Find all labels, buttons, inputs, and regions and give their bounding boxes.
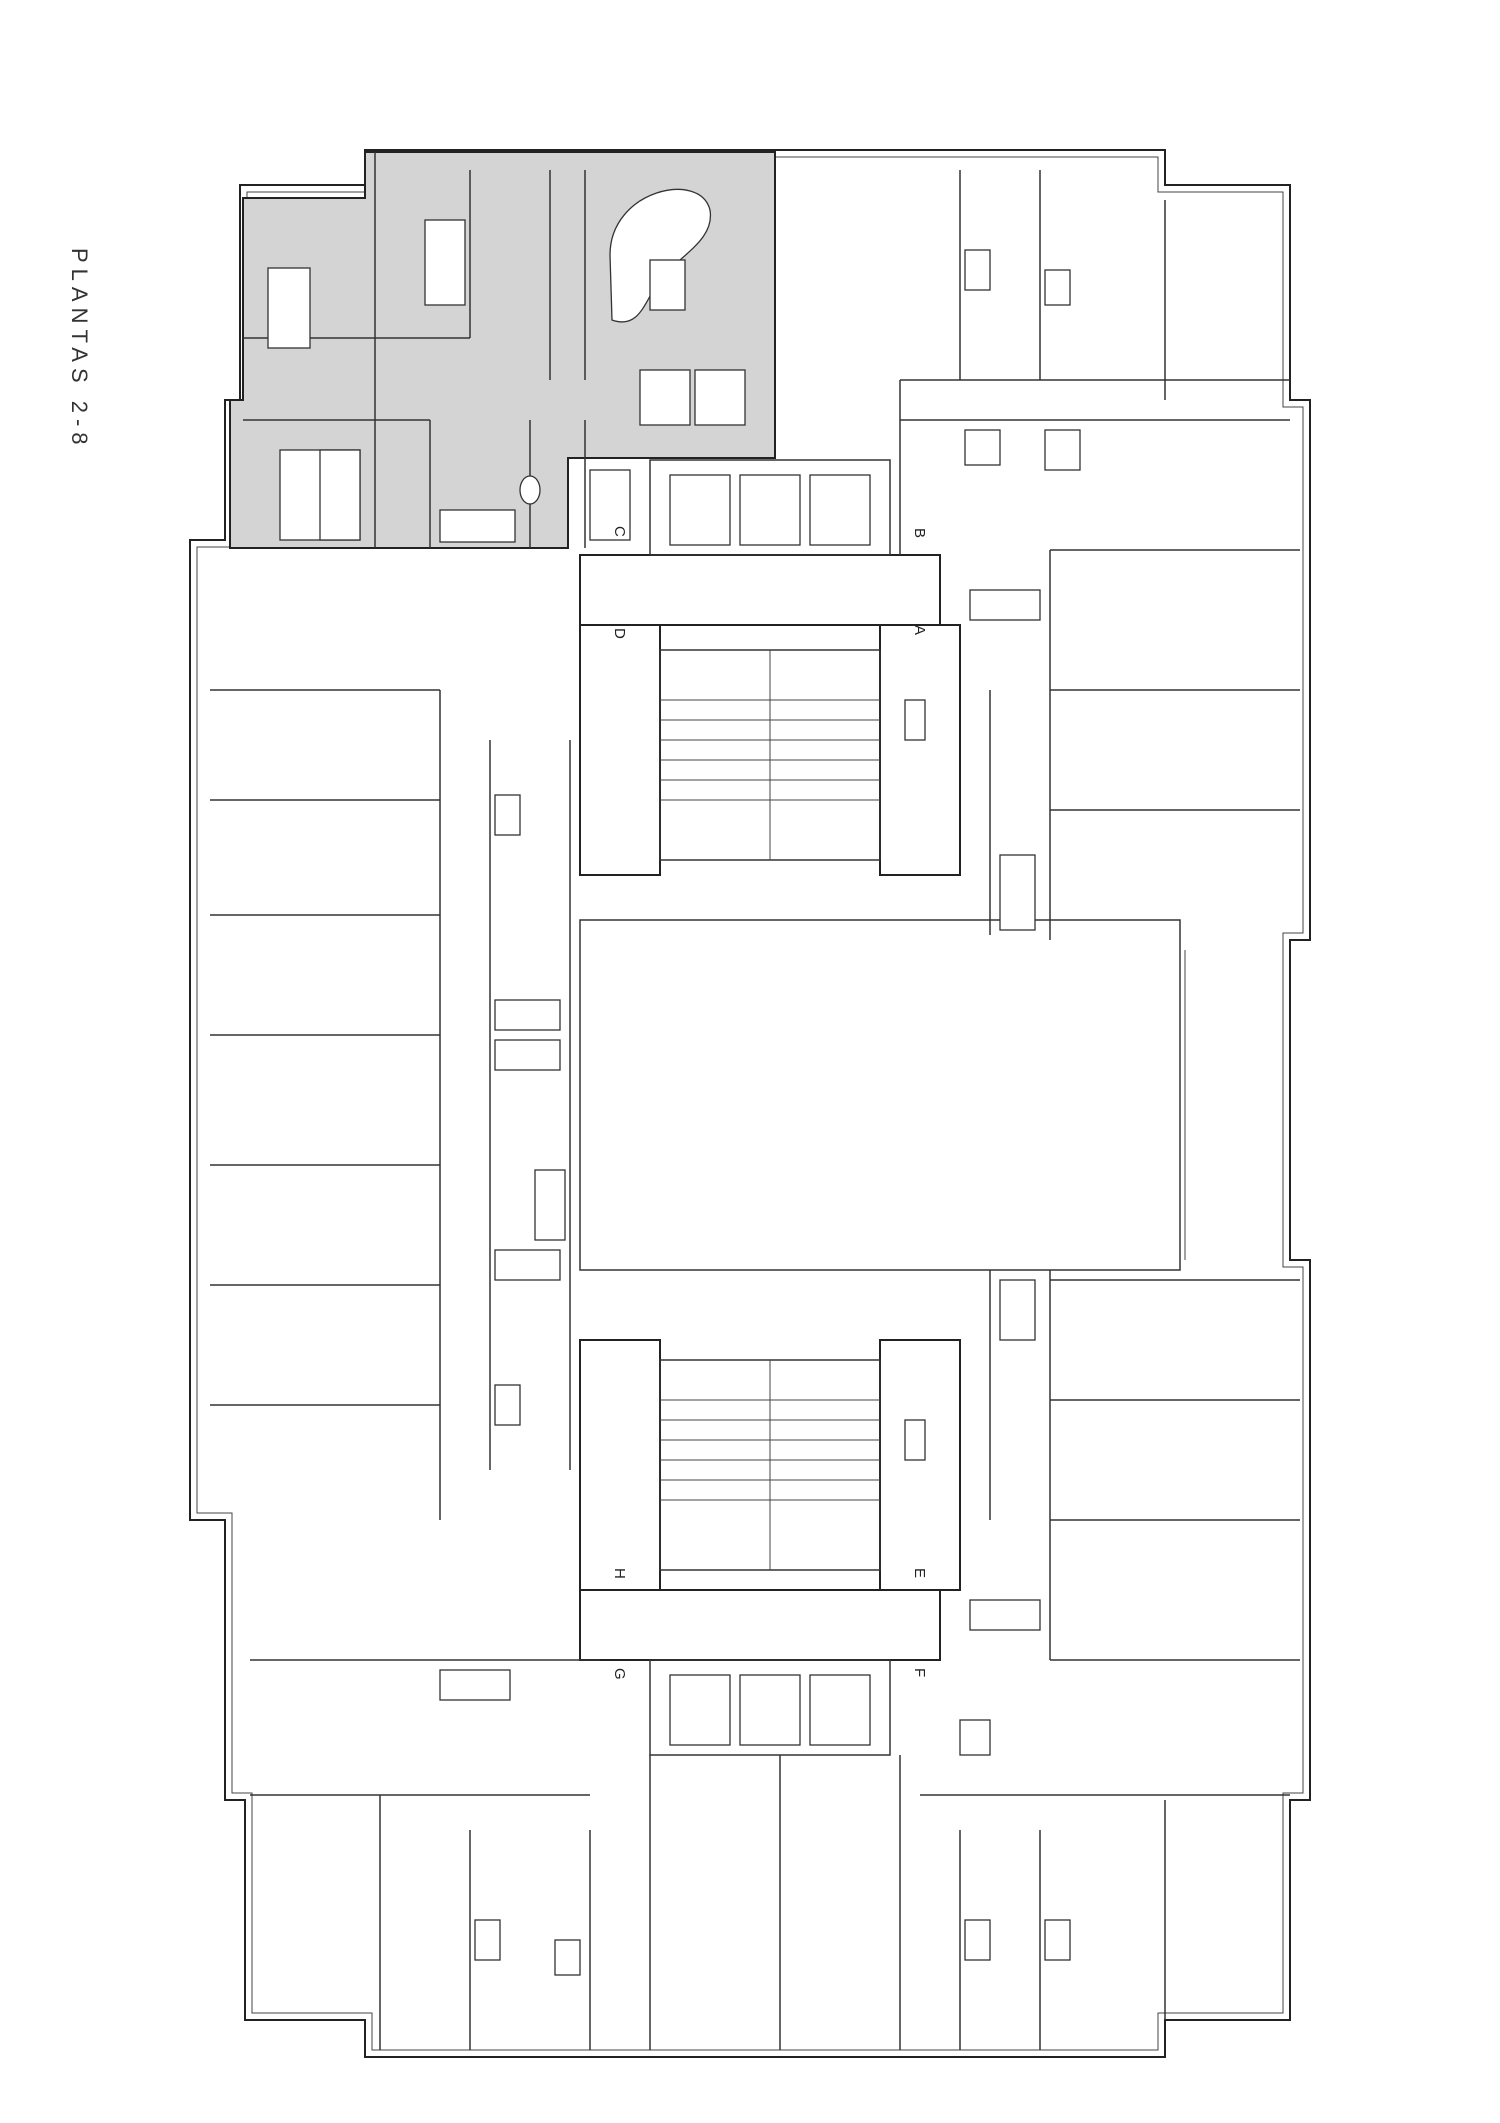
unit-label-a: A bbox=[911, 625, 928, 635]
stair-top bbox=[659, 649, 881, 861]
unit-label-f: F bbox=[911, 1668, 928, 1677]
unit-label-e: E bbox=[911, 1568, 928, 1578]
central-core bbox=[579, 459, 1186, 1756]
highlighted-apartment bbox=[229, 151, 776, 549]
stair-bottom bbox=[659, 1359, 881, 1571]
bottom-apartments bbox=[250, 1659, 1290, 2050]
unit-labels: A B C D E F G H bbox=[611, 526, 928, 1680]
top-right-apartment bbox=[899, 170, 1290, 555]
unit-label-b: B bbox=[911, 528, 928, 538]
right-wing bbox=[904, 549, 1300, 1661]
building-outline bbox=[189, 149, 1311, 2058]
unit-label-d: D bbox=[611, 628, 628, 639]
left-wing bbox=[210, 689, 571, 1520]
unit-label-g: G bbox=[611, 1668, 628, 1680]
unit-label-h: H bbox=[611, 1568, 628, 1579]
unit-label-c: C bbox=[611, 526, 628, 537]
